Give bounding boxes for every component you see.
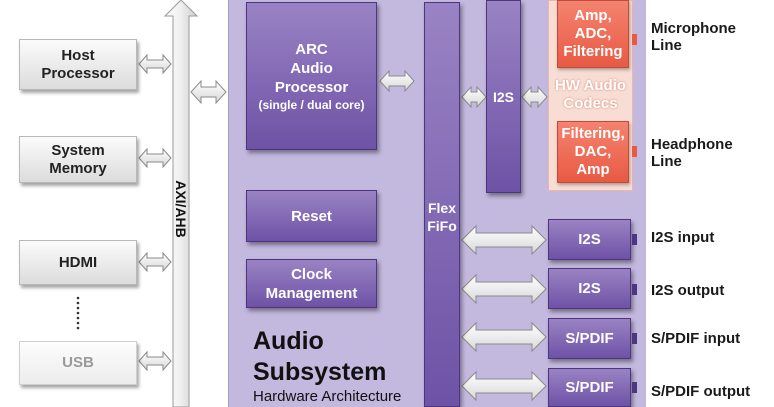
more-devices-dots	[76, 296, 80, 330]
microphone-line-label: Microphone Line	[651, 20, 736, 54]
arrow-usb-bus	[138, 350, 172, 372]
i2s-input-block: I2S	[548, 219, 631, 260]
spdif-output-label: S/PDIF output	[651, 383, 751, 400]
i2s-output-block: I2S	[548, 268, 631, 309]
arrow-i2s-codec	[521, 85, 548, 109]
spdif-input-block: S/PDIF	[548, 318, 631, 359]
clock-management-block: Clock Management	[246, 259, 377, 308]
arrow-fifo-i2s	[461, 85, 487, 109]
mic-pin	[632, 34, 637, 45]
hw-audio-codecs-label: HW Audio Codecs	[554, 77, 627, 112]
arrow-fifo-i2s-out	[461, 273, 547, 305]
usb-block: USB	[19, 341, 137, 385]
reset-block: Reset	[246, 190, 377, 242]
spdif-input-pin	[632, 333, 637, 344]
headphone-pin	[632, 146, 637, 157]
i2s-output-pin	[632, 284, 637, 295]
codec-input-chain-block: Amp, ADC, Filtering	[557, 0, 629, 68]
headphone-line-label: Headphone Line	[651, 136, 733, 170]
i2s-input-label: I2S input	[651, 229, 715, 246]
i2s-output-label: I2S output	[651, 282, 725, 299]
arc-audio-processor-block: ARC Audio Processor (single / dual core)	[246, 2, 377, 150]
subsystem-title: Audio Subsystem	[253, 327, 387, 386]
arrow-host-bus	[138, 53, 172, 75]
arrow-memory-bus	[138, 147, 172, 169]
arrow-fifo-spdif-in	[461, 321, 547, 353]
spdif-output-pin	[632, 382, 637, 393]
i2s-internal-block: I2S	[486, 0, 521, 193]
arrow-fifo-spdif-out	[461, 370, 547, 402]
flex-fifo-block: Flex FiFo	[424, 2, 460, 407]
hdmi-block: HDMI	[19, 240, 137, 285]
spdif-input-label: S/PDIF input	[651, 330, 741, 347]
arrow-fifo-i2s-in	[461, 224, 547, 256]
subsystem-subtitle: Hardware Architecture	[253, 388, 402, 405]
arrow-bus-subsystem	[190, 79, 227, 105]
arrow-hdmi-bus	[138, 251, 172, 273]
arrow-arc-fifo	[379, 69, 415, 93]
i2s-input-pin	[632, 234, 637, 245]
spdif-output-block: S/PDIF	[548, 368, 631, 407]
codec-output-chain-block: Filtering, DAC, Amp	[557, 121, 629, 183]
